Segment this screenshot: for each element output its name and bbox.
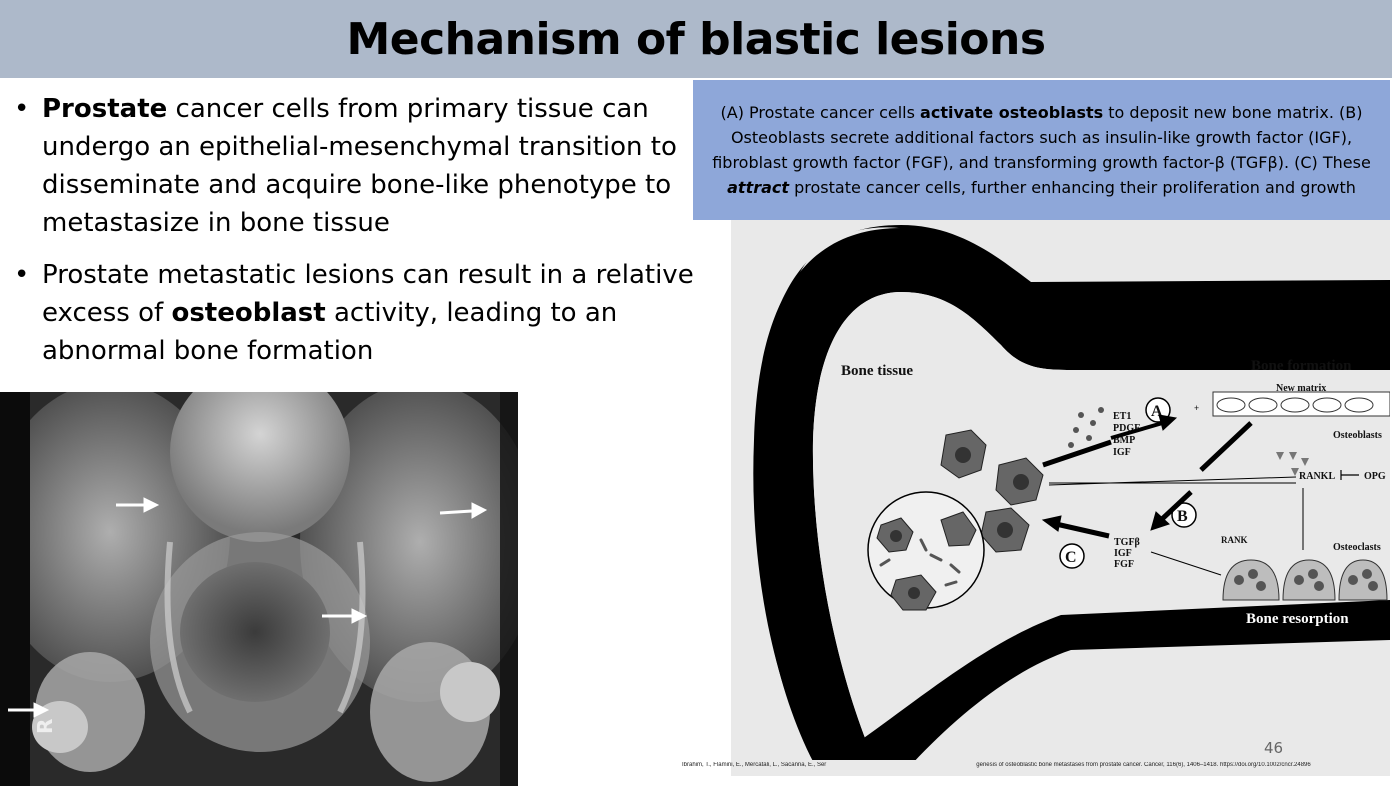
step-c-badge: [1059, 543, 1085, 569]
label-opg: OPG: [1364, 471, 1386, 482]
cancer-cell: [995, 457, 1044, 506]
label-rank: RANK: [1221, 535, 1248, 545]
xray-arrow: [439, 502, 488, 519]
bullet-text: cancer cells from primary tissue can und…: [42, 94, 677, 238]
title-bar: Mechanism of blastic lesions: [0, 0, 1392, 78]
bullet-text: activity, leading to an abnormal bone fo…: [42, 298, 618, 366]
step-b-badge: [1171, 502, 1197, 528]
label-bone-formation: Bone formation: [1251, 358, 1352, 374]
pelvis-xray-image: R: [0, 392, 518, 786]
bullet-item-osteoblast: Prostate metastatic lesions can result i…: [14, 256, 714, 370]
pathway-arrows: [1041, 414, 1359, 576]
factor-item: ET1: [1113, 411, 1131, 422]
caption-bold-italic: attract: [727, 178, 790, 197]
figure-caption: (A) Prostate cancer cells activate osteo…: [693, 80, 1390, 220]
caption-bold: activate osteoblasts: [920, 103, 1104, 122]
caption-part: (A) Prostate cancer cells: [720, 103, 921, 122]
osteoblast-row: [1212, 391, 1390, 417]
bone-mechanism-diagram: Bone tissue Bone formation New matrix Os…: [731, 220, 1390, 776]
caption-part: prostate cancer cells, further enhancing…: [789, 178, 1356, 197]
plus-sign: +: [1194, 403, 1199, 413]
citation-reference: Ibrahim, T., Flamini, E., Mercatali, L.,…: [682, 762, 1322, 768]
factors-a-list: ET1 PDGF BMP IGF: [1113, 411, 1140, 458]
bullet-list: Prostate cancer cells from primary tissu…: [14, 90, 714, 384]
factors-c-list: TGFβ IGF FGF: [1114, 537, 1140, 570]
factor-item: IGF: [1114, 548, 1132, 559]
signal-triangles: [1276, 452, 1309, 476]
bullet-bold: Prostate: [42, 94, 168, 124]
factor-item: FGF: [1114, 559, 1134, 570]
step-b-label: B: [1177, 508, 1188, 525]
caption-part: to deposit new bone matrix. (B) Osteobla…: [712, 103, 1371, 172]
factor-item: BMP: [1113, 435, 1135, 446]
label-osteoclasts: Osteoclasts: [1333, 542, 1381, 553]
xray-arrow: [8, 702, 50, 718]
factor-item: TGFβ: [1114, 537, 1140, 548]
step-c-label: C: [1065, 549, 1077, 566]
factor-dots: [1068, 407, 1104, 448]
factor-item: IGF: [1113, 447, 1131, 458]
bullet-bold: osteoblast: [171, 298, 326, 328]
label-bone-tissue: Bone tissue: [841, 363, 913, 379]
citation-part: genesis of osteoblastic bone metastases …: [976, 762, 1311, 768]
bullet-text: Prostate metastatic lesions can result i…: [42, 260, 694, 328]
xray-side-marker: R: [33, 719, 57, 734]
citation-part: Ibrahim, T., Flamini, E., Mercatali, L.,…: [682, 762, 827, 768]
label-new-matrix: New matrix: [1276, 383, 1326, 394]
cancer-cell: [980, 507, 1030, 553]
page-number: 46: [1264, 739, 1284, 757]
bullet-item-prostate: Prostate cancer cells from primary tissu…: [14, 90, 714, 242]
cancer-cell: [940, 429, 987, 479]
label-rankl: RANKL: [1299, 471, 1335, 482]
osteoclast-row: [1222, 559, 1388, 601]
label-bone-resorption: Bone resorption: [1246, 611, 1349, 627]
label-osteoblasts: Osteoblasts: [1333, 430, 1382, 441]
slide-title: Mechanism of blastic lesions: [346, 13, 1046, 65]
tumor-cluster: [867, 491, 985, 611]
caption-text: (A) Prostate cancer cells activate osteo…: [701, 100, 1382, 200]
xray-arrow: [322, 608, 368, 624]
xray-arrow: [116, 497, 160, 513]
factor-item: PDGF: [1113, 423, 1140, 434]
